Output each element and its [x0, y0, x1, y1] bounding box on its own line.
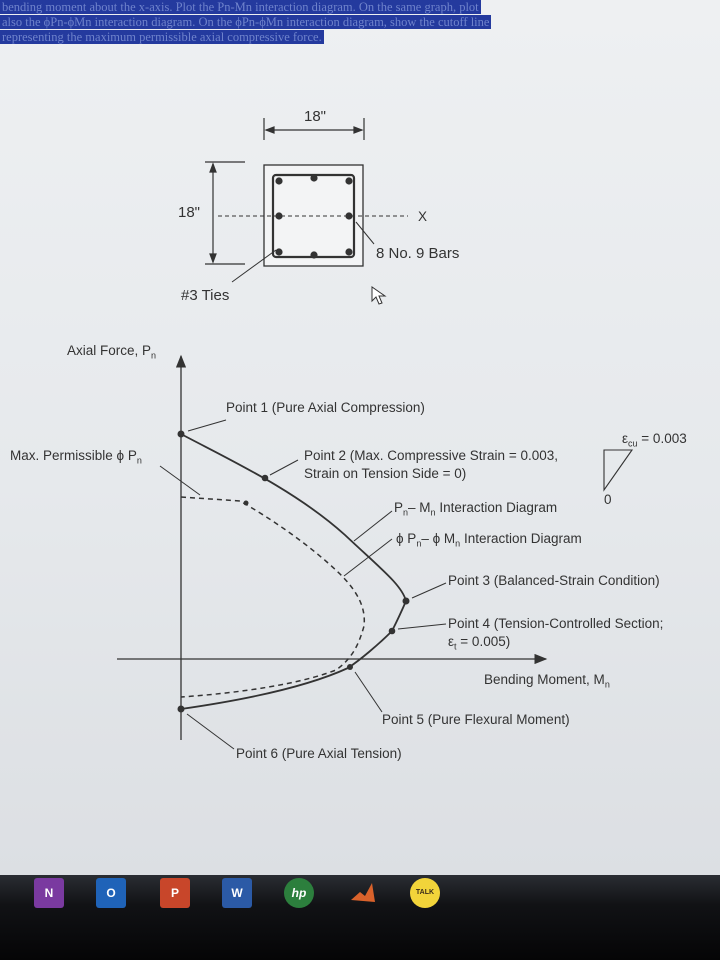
point-6-label: Point 6 (Pure Axial Tension): [236, 746, 402, 761]
strain-zero-label: 0: [604, 492, 612, 507]
rebar: [310, 174, 318, 182]
leader-lines: [159, 419, 447, 750]
point-2-label-line2: Strain on Tension Side = 0): [304, 466, 467, 481]
ties-label: #3 Ties: [181, 287, 230, 304]
pn-mn-label: Pn– Mn Interaction Diagram: [394, 500, 558, 518]
point-4-label-line2: εt = 0.005): [448, 634, 511, 652]
rebar: [310, 251, 318, 259]
pn-mn-curve[interactable]: [180, 433, 407, 710]
y-axis-label: Axial Force, Pn: [67, 343, 157, 361]
point-6-marker: [177, 705, 185, 713]
strain-triangle: [603, 449, 634, 492]
point-5-marker: [347, 664, 353, 670]
question-line-1: bending moment about the x-axis. Plot th…: [0, 0, 481, 14]
taskbar-hp-button[interactable]: hp: [284, 878, 314, 908]
section-axis-label: X: [418, 209, 428, 224]
taskbar-word-button[interactable]: W: [222, 878, 252, 908]
taskbar-kakaotalk-button[interactable]: TALK: [410, 878, 440, 908]
taskbar-onenote-button[interactable]: N: [34, 878, 64, 908]
width-dimension: [263, 118, 365, 140]
point-1-marker: [177, 430, 185, 438]
screen: bending moment about the x-axis. Plot th…: [0, 0, 720, 875]
taskbar-powerpoint-button[interactable]: P: [160, 878, 190, 908]
point-markers: [177, 430, 410, 713]
point-3-marker: [402, 597, 410, 605]
point-4-label-line1: Point 4 (Tension-Controlled Section;: [448, 616, 664, 631]
diagram-canvas: [117, 118, 634, 750]
rebar: [345, 248, 353, 256]
max-permissible-label: Max. Permissible ϕ Pn: [10, 448, 142, 466]
phi-pn-mn-label: ϕ Pn– ϕ Mn Interaction Diagram: [396, 531, 582, 549]
rebar: [345, 177, 353, 185]
strain-top-label: εcu = 0.003: [622, 431, 687, 449]
taskbar-outlook-button[interactable]: O: [96, 878, 126, 908]
point-4-marker: [388, 627, 396, 635]
rebar: [275, 212, 283, 220]
question-line-3: representing the maximum permissible axi…: [0, 30, 324, 44]
point-5-label: Point 5 (Pure Flexural Moment): [382, 712, 570, 727]
mouse-cursor-icon: [371, 286, 387, 305]
point-1-label: Point 1 (Pure Axial Compression): [226, 400, 425, 415]
question-line-2: also the ϕPn-ϕMn interaction diagram. On…: [0, 15, 492, 29]
height-dimension: [205, 161, 245, 265]
question-text-selection[interactable]: bending moment about the x-axis. Plot th…: [0, 0, 660, 45]
taskbar-matlab-button[interactable]: [348, 878, 378, 908]
width-label: 18": [304, 108, 327, 125]
rebar: [275, 248, 283, 256]
ties-leader: [231, 249, 277, 283]
phi-point-marker: [243, 500, 249, 506]
height-label: 18": [178, 204, 201, 221]
bars-leader: [355, 221, 375, 245]
rebar: [345, 212, 353, 220]
point-2-marker: [261, 474, 269, 482]
x-axis-label: Bending Moment, Mn: [484, 672, 610, 690]
point-3-label: Point 3 (Balanced-Strain Condition): [448, 573, 660, 588]
point-2-label-line1: Point 2 (Max. Compressive Strain = 0.003…: [304, 448, 558, 463]
rebars: [275, 174, 353, 259]
bars-label: 8 No. 9 Bars: [376, 245, 460, 262]
matlab-icon: [351, 883, 375, 902]
rebar: [275, 177, 283, 185]
taskbar: N O P W hp TALK: [0, 875, 720, 960]
